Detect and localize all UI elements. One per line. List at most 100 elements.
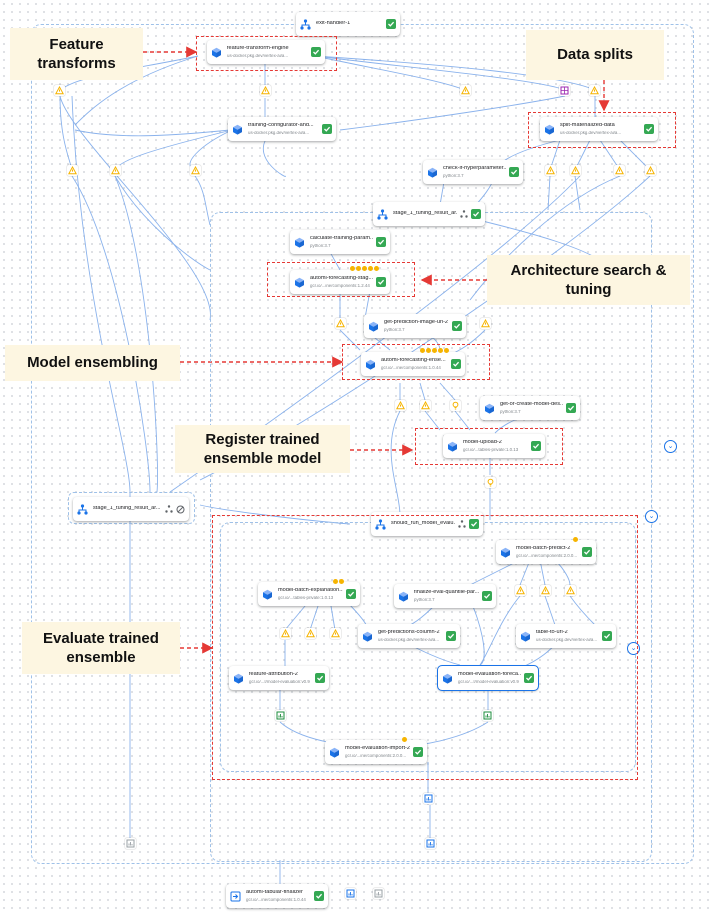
node-subtitle: gcr.io/...ine/components:1.0.44 xyxy=(381,365,441,370)
output-artifact-dots xyxy=(573,537,578,542)
node-automl-forecasting-ensemble[interactable]: automl-forecasting-ense...gcr.io/...ine/… xyxy=(361,352,465,376)
stage-1-tuning-collapsed-frame xyxy=(68,492,195,524)
node-title: model-evaluation-import-2 xyxy=(345,746,410,751)
node-stage-1-tuning-result-top[interactable]: stage_1_tuning_result_ar... xyxy=(373,202,485,226)
node-title: model-upload-2 xyxy=(463,440,502,445)
warning-triangle-icon[interactable] xyxy=(110,165,121,176)
split-icon[interactable] xyxy=(559,85,570,96)
warning-triangle-icon[interactable] xyxy=(614,165,625,176)
metrics-icon[interactable] xyxy=(125,838,136,849)
callout-model-ensembling: Model ensembling xyxy=(5,345,180,381)
node-training-configurator[interactable]: training-configurator-and...us-docker.pk… xyxy=(228,117,336,141)
pipeline-branch-icon xyxy=(300,18,311,30)
node-feature-attribution[interactable]: feature-attribution-2 gcr.io/...I/model-e… xyxy=(229,666,329,690)
pipeline-branch-icon xyxy=(77,503,88,515)
node-exit-handler[interactable]: exit-handler-1 xyxy=(296,12,400,36)
warning-triangle-icon[interactable] xyxy=(330,628,341,639)
check-icon xyxy=(446,631,456,641)
node-title: calculate-training-param... xyxy=(310,236,373,241)
node-subtitle: gcr.io/...I/model-evaluation:v0.9 xyxy=(249,679,310,684)
cube-icon xyxy=(294,277,305,288)
node-subtitle: gcr.io/...I/model-evaluation:v0.9 xyxy=(458,679,519,684)
warning-triangle-icon[interactable] xyxy=(395,400,406,411)
node-title: exit-handler-1 xyxy=(316,21,351,27)
output-artifact-dots xyxy=(350,266,379,271)
node-subtitle: gcr.io/...tables-private:1.0.13 xyxy=(278,595,334,600)
warning-triangle-icon[interactable] xyxy=(54,85,65,96)
check-icon xyxy=(482,591,492,601)
highlight-architecture-search xyxy=(267,262,415,297)
node-get-prediction-image-uri[interactable]: get-prediction-image-uri-2 python:3.7 xyxy=(364,314,466,338)
collapse-chevron-icon[interactable]: ⌄ xyxy=(664,440,677,453)
node-get-or-create-model-description[interactable]: get-or-create-model-des...python:3.7 xyxy=(480,396,580,420)
warning-triangle-icon[interactable] xyxy=(420,400,431,411)
collapse-chevron-icon[interactable]: ⌄ xyxy=(627,642,640,655)
node-automl-forecasting-stage[interactable]: automl-forecasting-stag...gcr.io/...ine/… xyxy=(290,270,390,294)
callout-evaluate-ensemble: Evaluate trained ensemble xyxy=(22,622,180,674)
warning-triangle-icon[interactable] xyxy=(260,85,271,96)
output-artifact-dots xyxy=(333,579,344,584)
cube-icon xyxy=(211,47,222,58)
highlight-evaluate-ensemble xyxy=(212,515,638,780)
warning-triangle-icon[interactable] xyxy=(540,585,551,596)
warning-triangle-icon[interactable] xyxy=(335,318,346,329)
metrics-icon[interactable] xyxy=(425,838,436,849)
warning-triangle-icon[interactable] xyxy=(280,628,291,639)
warning-triangle-icon[interactable] xyxy=(589,85,600,96)
node-title: stage_1_tuning_result_ar... xyxy=(93,506,161,512)
node-should-run-model-evaluation[interactable]: should_run_model_evalu... xyxy=(371,512,483,536)
node-title: training-configurator-and... xyxy=(248,123,314,128)
cube-icon xyxy=(398,591,409,602)
warning-triangle-icon[interactable] xyxy=(565,585,576,596)
node-title: table-to-uri-2 xyxy=(536,630,568,635)
callout-architecture-search: Architecture search & tuning xyxy=(487,255,690,305)
check-icon xyxy=(566,403,576,413)
metrics-icon[interactable] xyxy=(275,710,286,721)
lightbulb-icon[interactable] xyxy=(450,400,461,411)
node-subtitle: gcr.io/...ine/components:2.0.0... xyxy=(516,553,578,558)
metrics-icon[interactable] xyxy=(423,793,434,804)
node-subtitle: python:3.7 xyxy=(384,327,405,332)
node-subtitle: us-docker.pkg.dev/vertex-ai/a... xyxy=(378,637,440,642)
node-model-batch-explanation[interactable]: model-batch-explanation...gcr.io/...tabl… xyxy=(258,582,360,606)
cube-icon xyxy=(484,403,495,414)
lightbulb-icon[interactable] xyxy=(485,477,496,488)
warning-triangle-icon[interactable] xyxy=(67,165,78,176)
warning-triangle-icon[interactable] xyxy=(190,165,201,176)
check-icon xyxy=(471,209,481,219)
output-artifact-dots xyxy=(402,737,407,742)
metrics-icon[interactable] xyxy=(373,888,384,899)
collapse-chevron-icon[interactable]: ⌄ xyxy=(645,510,658,523)
warning-triangle-icon[interactable] xyxy=(305,628,316,639)
condition-icon xyxy=(458,520,466,528)
node-finalize-eval-quantile-parameters[interactable]: finalize-eval-quantile-par...python:3.7 xyxy=(394,584,496,608)
node-table-to-uri[interactable]: table-to-uri-2 us-docker.pkg.dev/vertex-a… xyxy=(516,624,616,648)
warning-triangle-icon[interactable] xyxy=(645,165,656,176)
node-subtitle: gcr.io/...ine/components:1.2.44 xyxy=(310,283,370,288)
check-icon xyxy=(452,321,462,331)
metrics-icon[interactable] xyxy=(482,710,493,721)
warning-triangle-icon[interactable] xyxy=(515,585,526,596)
warning-triangle-icon[interactable] xyxy=(570,165,581,176)
warning-triangle-icon[interactable] xyxy=(480,318,491,329)
warning-triangle-icon[interactable] xyxy=(460,85,471,96)
highlight-data-splits xyxy=(528,112,676,148)
node-title: get-prediction-image-uri-2 xyxy=(384,320,449,325)
warning-triangle-icon[interactable] xyxy=(545,165,556,176)
node-model-evaluation-forecasting[interactable]: model-evaluation-foreca...gcr.io/...I/mo… xyxy=(437,665,539,691)
node-subtitle: us-docker.pkg.dev/vertex-ai/a... xyxy=(536,637,598,642)
node-calculate-training-parameters[interactable]: calculate-training-param...python:3.7 xyxy=(290,230,390,254)
node-stage-1-tuning-result-left[interactable]: stage_1_tuning_result_ar... xyxy=(73,497,189,521)
node-title: get-or-create-model-des... xyxy=(500,402,563,407)
node-title: feature-attribution-2 xyxy=(249,672,298,677)
cube-icon xyxy=(329,747,340,758)
metrics-icon[interactable] xyxy=(345,888,356,899)
node-check-hyperparameter[interactable]: check-if-hyperparameter...python:3.7 xyxy=(423,160,523,184)
